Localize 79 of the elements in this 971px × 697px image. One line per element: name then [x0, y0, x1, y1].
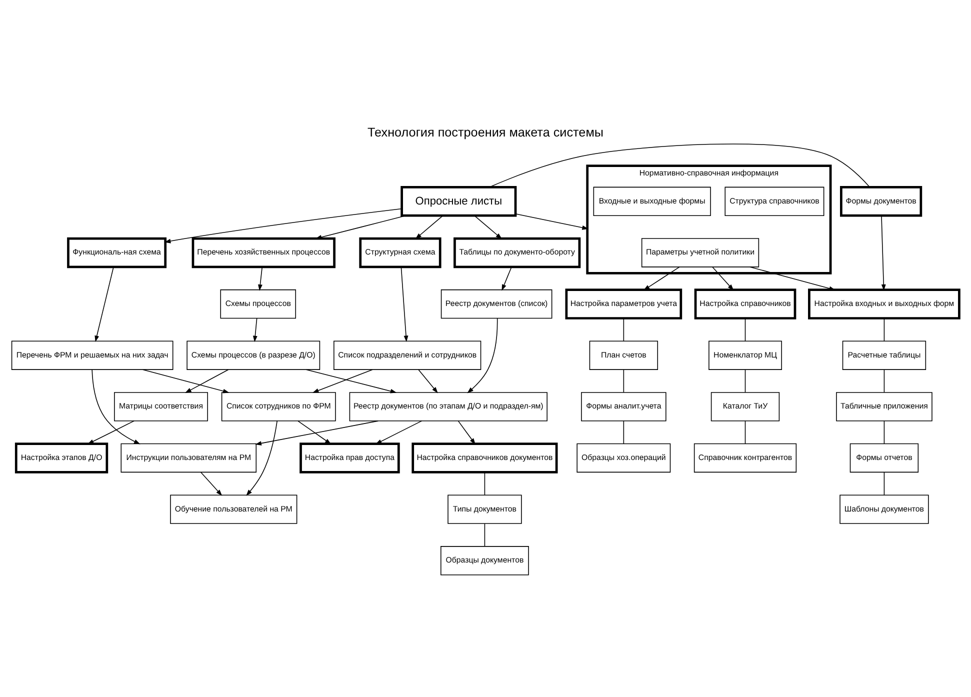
connector: [484, 522, 486, 546]
node-box: Список подразделений и сотрудников: [334, 340, 482, 370]
node-box: Реестр документов (список): [440, 288, 552, 318]
node-box: Реестр документов (по этапам Д/О и подраздел-ям): [349, 392, 548, 421]
arrow: [298, 420, 332, 444]
node-box: Настройка этапов Д/О: [14, 442, 108, 473]
node-box: Функциональ-ная схема: [67, 236, 167, 268]
arrow: [712, 266, 734, 290]
node-box: Входные и выходные формы: [593, 186, 711, 216]
node-box: Формы аналит.учета: [581, 392, 666, 421]
node-box: Справочник контрагентов: [694, 442, 797, 472]
node-box: Табличные приложения: [836, 392, 932, 421]
node-box: Образцы хоз.операций: [576, 442, 671, 472]
node-box: Настройка справочников документов: [412, 442, 558, 473]
connector: [884, 471, 885, 495]
connector: [744, 318, 746, 341]
arrow: [312, 368, 373, 392]
connector: [744, 420, 746, 444]
node-box: Перечень хозяйственных процессов: [192, 236, 336, 268]
arrow: [415, 214, 444, 239]
arrow: [94, 266, 114, 342]
node-box: Схемы процессов: [220, 288, 296, 318]
arrow: [315, 214, 406, 239]
node-box: Схемы процессов (в разрезе Д/О): [186, 340, 320, 370]
connector: [884, 368, 885, 392]
arrow: [400, 266, 408, 342]
connector: [884, 420, 885, 444]
node-box: Типы документов: [448, 494, 522, 524]
arrow: [881, 214, 886, 290]
arrow: [142, 368, 230, 393]
arrow: [458, 420, 476, 444]
node-box: Настройка справочников: [694, 288, 796, 319]
node-box: Матрицы соответствия: [114, 392, 208, 421]
arrow: [474, 214, 502, 239]
node-box: Настройка прав доступа: [300, 442, 400, 473]
node-box: Параметры учетной политики: [641, 238, 760, 267]
arrow: [246, 420, 278, 496]
arrow: [467, 317, 498, 393]
arrow: [418, 368, 438, 393]
connector: [884, 318, 885, 341]
arrow: [258, 266, 263, 290]
arrow: [515, 213, 589, 230]
node-box: Опросные листы: [400, 186, 517, 216]
arrow: [306, 368, 397, 393]
arrow: [750, 266, 836, 290]
node-box: Таблицы по документо-обороту: [454, 236, 581, 268]
connector: [623, 318, 624, 341]
node-box: Список сотрудников по ФРМ: [221, 392, 336, 421]
arrow: [87, 420, 134, 444]
node-box: Структура справочников: [724, 186, 824, 216]
diagram-title: Технология построения макета системы: [368, 124, 604, 139]
node-box: Обучение пользователей на РМ: [170, 494, 298, 524]
node-box: Перечень ФРМ и решаемых на них задач: [11, 340, 174, 370]
node-box: Шаблоны документов: [840, 494, 929, 524]
arrow: [643, 266, 680, 290]
arrow: [502, 266, 512, 290]
node-box: Настройка входных и выходных форм: [808, 288, 960, 319]
connector: [623, 368, 624, 392]
connector: [744, 368, 746, 392]
arrow: [255, 420, 378, 445]
node-box: План счетов: [589, 340, 658, 370]
arrow: [252, 318, 258, 342]
arrow: [92, 368, 140, 444]
node-box: Каталог ТиУ: [710, 392, 780, 421]
arrow: [200, 471, 222, 496]
connector: [489, 143, 870, 187]
connector: [484, 471, 486, 495]
node-box: Структурная схема: [359, 236, 442, 268]
node-box: Расчетные таблицы: [842, 340, 926, 370]
node-box: Настройка параметров учета: [565, 288, 682, 319]
arrow: [184, 368, 229, 392]
node-box: Инструкции пользователям на РМ: [120, 442, 257, 472]
node-box: Формы отчетов: [850, 442, 919, 472]
node-box: Номенклатор МЦ: [708, 340, 782, 370]
arrow: [164, 208, 402, 243]
connector: [623, 420, 624, 444]
node-box: Формы документов: [840, 186, 922, 216]
node-box: Образцы документов: [440, 546, 529, 575]
arrow: [375, 420, 422, 444]
